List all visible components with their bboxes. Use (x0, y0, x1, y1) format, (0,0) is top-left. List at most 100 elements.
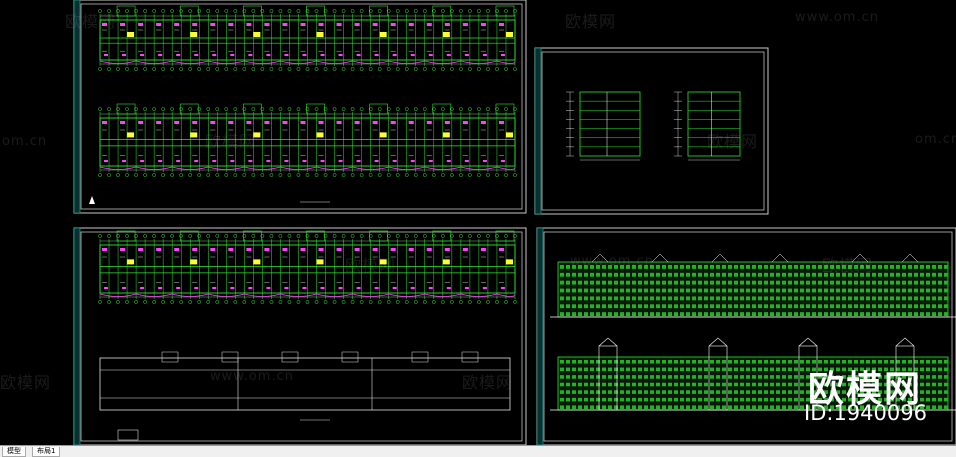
elevation-front-window (590, 265, 594, 269)
elevation-front-window (878, 304, 882, 309)
plan-lower-axis-bubble (495, 234, 499, 238)
elevation-front-window (650, 288, 654, 293)
elevation-rear-window (788, 390, 792, 394)
elevation-front-window (890, 312, 894, 316)
elevation-front-window (716, 265, 720, 269)
plan-upper-facade-curve (99, 60, 516, 64)
elevation-front-window (656, 288, 660, 293)
elevation-front-window (668, 265, 672, 269)
elevation-rear-window (746, 390, 750, 394)
plan-lower-tag (122, 287, 127, 289)
elevation-rear-window (872, 405, 876, 409)
elevation-rear-window (902, 397, 906, 402)
elevation-rear-window (722, 397, 726, 402)
elevation-front-window (842, 312, 846, 316)
elevation-front-window (692, 296, 696, 301)
plan-upper-axis-bubble (278, 67, 283, 71)
elevation-rear-window (878, 390, 882, 394)
elevation-front-window (692, 280, 696, 285)
elevation-front-window (770, 280, 774, 285)
elevation-front-window (602, 272, 606, 277)
plan-middle-axis-bubble (449, 107, 454, 111)
elevation-rear-window (692, 405, 696, 409)
elevation-rear-window (608, 360, 612, 364)
elevation-rear-window (818, 360, 822, 364)
elevation-front-window (740, 272, 744, 277)
plan-middle-tag (104, 160, 108, 162)
elevation-rear-window (830, 390, 834, 394)
elevation-front-window (674, 280, 678, 285)
plan-middle-tag (390, 121, 396, 124)
elevation-front-window (722, 280, 726, 285)
plan-middle-axis-bubble (431, 107, 436, 111)
elevation-front-window (818, 296, 822, 301)
plan-lower-axis-bubble (206, 234, 211, 238)
elevation-rear-window (776, 375, 780, 379)
plan-lower-tag (408, 248, 414, 251)
elevation-front-window (650, 296, 654, 301)
plan-middle-axis-bubble (431, 173, 436, 177)
plan-lower-tag (480, 248, 486, 251)
plan-lower-bay (306, 230, 325, 242)
plan-middle-axis-bubble (143, 107, 147, 111)
elevation-rear-window (656, 397, 660, 402)
elevation-front-window (752, 288, 756, 293)
plan-middle-tag (302, 160, 307, 162)
elevation-front-window (668, 304, 672, 309)
elevation-rear-window (614, 382, 618, 387)
elevation-front-window (584, 280, 588, 285)
elevation-rear-window (632, 367, 636, 372)
plan-upper-axis-bubble (260, 67, 265, 71)
elevation-front-window (776, 265, 780, 269)
elevation-front-window (638, 272, 642, 277)
elevation-front-window (692, 288, 696, 293)
plan-middle-tag (446, 160, 451, 162)
plan-upper-axis-bubble (224, 67, 229, 71)
plan-lower-axis-bubble (341, 300, 346, 304)
plan-middle-tag (356, 160, 361, 162)
plan-middle-tag (122, 160, 127, 162)
elevation-rear-window (572, 405, 576, 409)
elevation-rear-window (734, 390, 738, 394)
elevation-front-window (632, 304, 636, 309)
plan-upper-axis-bubble (143, 67, 147, 71)
elevation-front-window (932, 288, 936, 293)
elevation-front-window (566, 288, 570, 293)
elevation-front-window (626, 280, 630, 285)
roof-gable (771, 253, 789, 263)
elevation-front-window (746, 280, 750, 285)
plan-upper-bay (243, 5, 262, 17)
elevation-front-window (566, 265, 570, 269)
elevation-rear-window (584, 397, 588, 402)
plan-upper-tag (210, 23, 216, 26)
plan-lower-axis-bubble (98, 234, 102, 238)
elevation-front-window (584, 288, 588, 293)
elevation-front-window (716, 304, 720, 309)
elevation-rear-window (710, 405, 714, 409)
elevation-rear-window (890, 382, 894, 387)
elevation-rear-window (650, 382, 654, 387)
plan-upper-axis-bubble (395, 67, 400, 71)
elevation-front-window (626, 288, 630, 293)
elevation-front-window (734, 288, 738, 293)
plan-middle-stair (442, 132, 450, 138)
drawing-area[interactable] (0, 0, 956, 446)
plan-middle-axis-bubble (413, 173, 418, 177)
elevation-front-window (578, 272, 582, 277)
elevation-rear-window (608, 397, 612, 402)
elevation-rear-window (788, 382, 792, 387)
elevation-rear-window (710, 375, 714, 379)
plan-lower-axis-bubble (260, 234, 265, 238)
plan-upper-axis-bubble (107, 9, 111, 13)
elevation-rear-window (602, 390, 606, 394)
elevation-rear-window (578, 390, 582, 394)
elevation-front-window (644, 288, 648, 293)
plan-middle-stair (253, 132, 261, 138)
elevation-front-window (758, 304, 762, 309)
elevation-front-window (650, 265, 654, 269)
elevation-front-window (620, 265, 624, 269)
plan-lower-tag (210, 248, 216, 251)
cad-canvas[interactable]: 欧模网 欧模网 www.om.cn om.cn om.cn 欧模网 欧模网 ww… (0, 0, 956, 446)
plan-upper-axis-bubble (495, 67, 499, 71)
elevation-rear-window (800, 367, 804, 372)
